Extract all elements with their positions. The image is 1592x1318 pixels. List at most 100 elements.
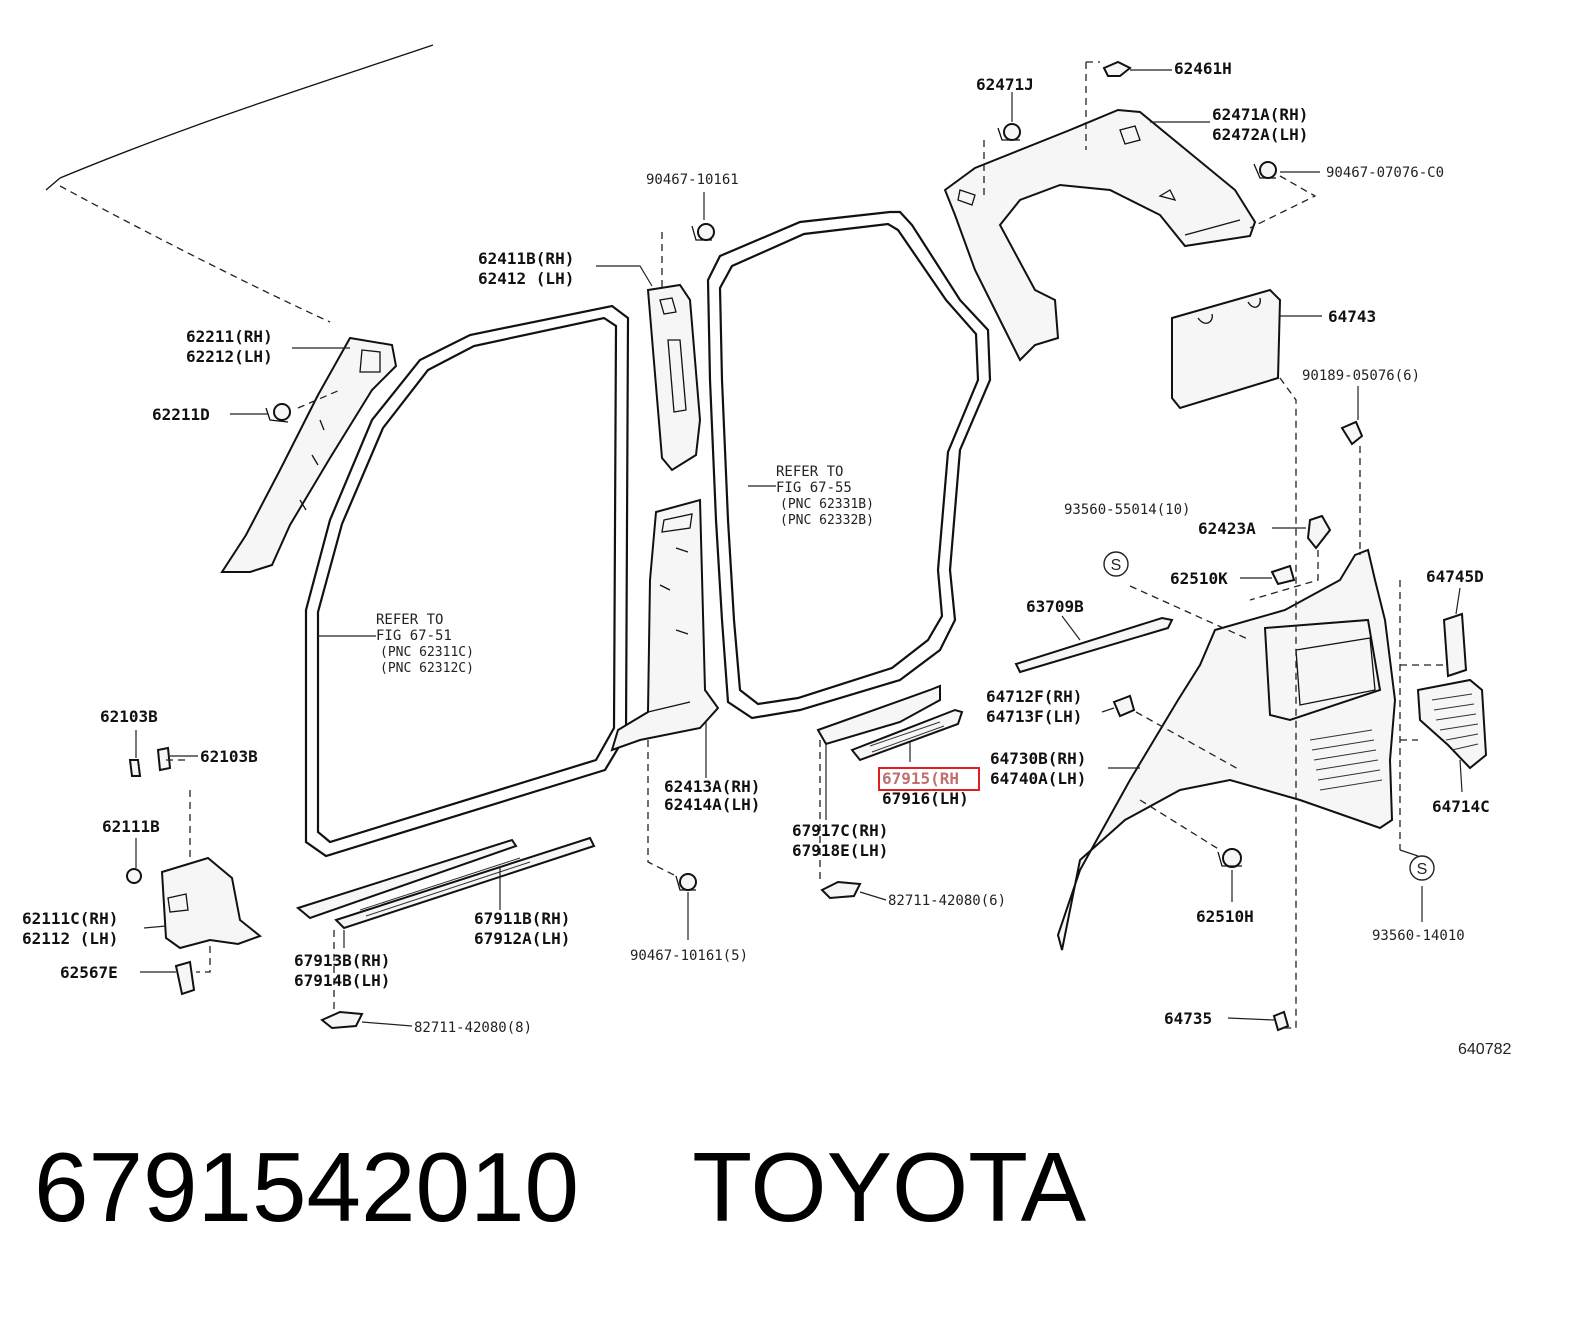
label-62510H: 62510H [1196, 907, 1254, 926]
svg-text:(PNC 62332B): (PNC 62332B) [780, 513, 874, 528]
clip-64735 [1272, 1010, 1290, 1032]
label-64735: 64735 [1164, 1009, 1212, 1028]
clip-82711-front [320, 1010, 364, 1030]
label-67914B: 67914B(LH) [294, 971, 390, 990]
rear-door-reference-note: REFER TO FIG 67-55 (PNC 62331B) (PNC 623… [776, 464, 874, 528]
label-64712F: 64712F(RH) [986, 687, 1082, 706]
clip-62103B-a [128, 759, 142, 777]
cowl-side-trim [160, 856, 263, 950]
parts-diagram: S S 62461H 62471J 62471A(RH) 62472A(LH) … [22, 44, 1511, 1058]
a-pillar-garnish [220, 336, 398, 573]
label-67912A: 67912A(LH) [474, 929, 570, 948]
b-pillar-lower-garnish [610, 498, 720, 752]
label-62413A: 62413A(RH) [664, 777, 760, 796]
svg-text:(PNC 62312C): (PNC 62312C) [380, 661, 474, 676]
part-labels: 62461H 62471J 62471A(RH) 62472A(LH) 9046… [22, 59, 1511, 1058]
label-67911B: 67911B(RH) [474, 909, 570, 928]
clip-62111B [126, 868, 142, 884]
clip-64712F [1112, 694, 1136, 718]
figure-number: 640782 [1458, 1041, 1511, 1058]
clip-62471J [997, 123, 1021, 141]
label-67917C: 67917C(RH) [792, 821, 888, 840]
bracket-64745D [1442, 612, 1468, 678]
label-62411B: 62411B(RH) [478, 249, 574, 268]
b-pillar-upper-garnish [646, 283, 702, 472]
svg-text:S: S [1417, 861, 1428, 878]
label-64745D: 64745D [1426, 567, 1484, 586]
clip-62461H [1102, 60, 1132, 77]
brand-name: TOYOTA [692, 1132, 1087, 1242]
label-90189-05076: 90189-05076(6) [1302, 368, 1420, 384]
label-82711-42080-8: 82711-42080(8) [414, 1020, 532, 1036]
label-62472A: 62472A(LH) [1212, 125, 1308, 144]
clip-90467-07076 [1253, 161, 1277, 179]
quarter-trim-grille [1309, 729, 1383, 791]
strap-63709B [1014, 616, 1174, 674]
label-64740A: 64740A(LH) [990, 769, 1086, 788]
screw-90189 [1340, 420, 1364, 446]
cover-64743 [1171, 288, 1282, 410]
label-67915-highlighted[interactable]: 67915(RH [882, 769, 959, 788]
svg-text:(PNC 62311C): (PNC 62311C) [380, 645, 474, 660]
leader-lines [135, 69, 1463, 1027]
label-62111C: 62111C(RH) [22, 909, 118, 928]
highlight-box [878, 767, 980, 791]
label-62211: 62211(RH) [186, 327, 273, 346]
label-62112: 62112 (LH) [22, 929, 118, 948]
footer: 6791542010 TOYOTA [34, 1138, 1086, 1248]
label-62103B-a: 62103B [100, 707, 158, 726]
svg-text:FIG 67-55: FIG 67-55 [776, 480, 852, 496]
label-62567E: 62567E [60, 963, 118, 982]
label-67913B: 67913B(RH) [294, 951, 390, 970]
clip-62103B-b [156, 746, 172, 772]
assembly-lines [166, 61, 1444, 1029]
clip-62423A [1306, 514, 1332, 550]
front-door-reference-note: REFER TO FIG 67-51 (PNC 62311C) (PNC 623… [376, 612, 474, 676]
label-62510K: 62510K [1170, 569, 1228, 588]
clip-62211D [265, 403, 291, 423]
scuff-plate-front [295, 836, 596, 930]
label-82711-42080-6: 82711-42080(6) [888, 893, 1006, 909]
label-90467-10161-5: 90467-10161(5) [630, 948, 748, 964]
scuff-plate-rear [816, 684, 964, 762]
clip-90467-10161-top [691, 223, 715, 241]
label-62423A: 62423A [1198, 519, 1256, 538]
clip-62567E [174, 960, 196, 996]
svg-text:REFER TO: REFER TO [776, 464, 843, 480]
label-67916: 67916(LH) [882, 789, 969, 808]
label-64730B: 64730B(RH) [990, 749, 1086, 768]
rear-door-weatherstrip [706, 210, 992, 720]
seal-mark-upper: S [1103, 551, 1129, 577]
clip-62510K [1270, 564, 1296, 586]
label-62211D: 62211D [152, 405, 210, 424]
label-62414A: 62414A(LH) [664, 795, 760, 814]
front-door-weatherstrip [304, 304, 630, 858]
quarter-trim-panel [1056, 548, 1397, 951]
clip-90467-10161-lower [675, 873, 697, 891]
label-67918E: 67918E(LH) [792, 841, 888, 860]
svg-text:(PNC 62331B): (PNC 62331B) [780, 497, 874, 512]
label-62111B: 62111B [102, 817, 160, 836]
part-number: 6791542010 [34, 1132, 580, 1242]
label-62471J: 62471J [976, 75, 1034, 94]
quarter-upper-garnish [943, 108, 1257, 362]
label-62461H: 62461H [1174, 59, 1232, 78]
svg-text:FIG 67-51: FIG 67-51 [376, 628, 452, 644]
roof-outline [45, 44, 434, 323]
label-64743: 64743 [1328, 307, 1376, 326]
label-90467-10161-top: 90467-10161 [646, 172, 739, 188]
svg-text:S: S [1111, 557, 1122, 574]
label-62212: 62212(LH) [186, 347, 273, 366]
clip-82711-rear [820, 880, 862, 900]
label-93560-14010: 93560-14010 [1372, 928, 1465, 944]
label-90467-07076-C0: 90467-07076-C0 [1326, 165, 1444, 181]
label-64713F: 64713F(LH) [986, 707, 1082, 726]
label-63709B: 63709B [1026, 597, 1084, 616]
label-64714C: 64714C [1432, 797, 1490, 816]
label-62471A: 62471A(RH) [1212, 105, 1308, 124]
seal-mark-lower: S [1409, 855, 1435, 881]
label-93560-55014: 93560-55014(10) [1064, 502, 1190, 518]
speaker-grille-64714C [1416, 678, 1488, 770]
label-62103B-b: 62103B [200, 747, 258, 766]
svg-text:REFER TO: REFER TO [376, 612, 443, 628]
